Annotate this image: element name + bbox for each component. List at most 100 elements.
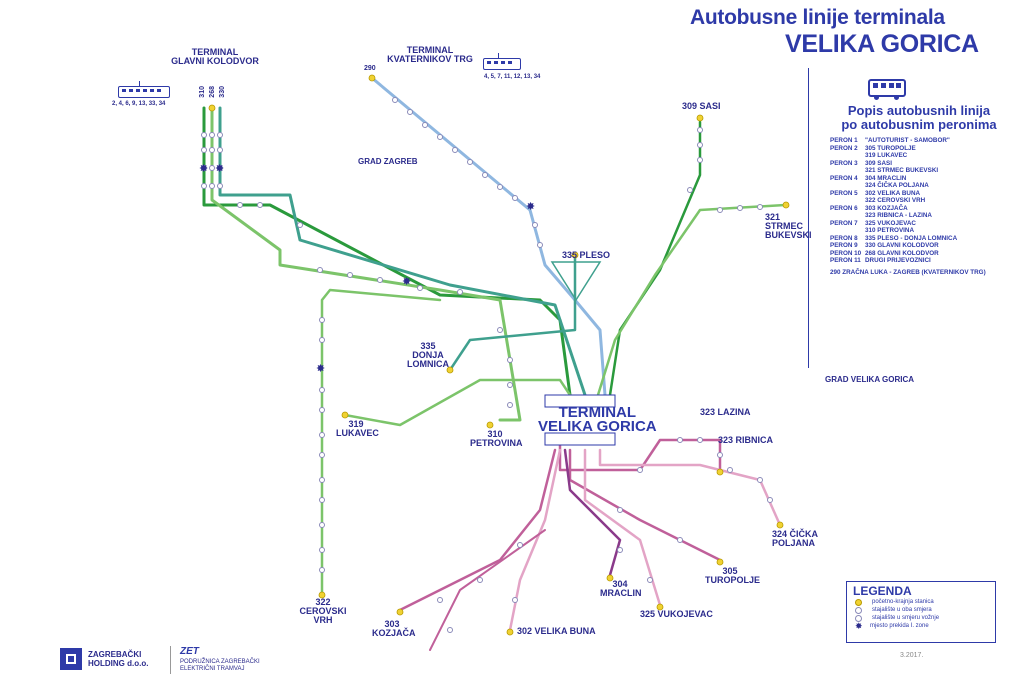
stop-marker: [757, 204, 763, 210]
peron-line: DRUGI PRIJEVOZNICI: [865, 257, 931, 264]
terminus-label-322: 322 CEROVSKI VRH: [299, 597, 347, 625]
terminus-303: [396, 608, 404, 616]
zh-logo-icon: [60, 648, 82, 670]
terminus-305: [716, 558, 724, 566]
terminus-label-335: 335 PLESO: [562, 250, 611, 260]
terminus-319: [341, 411, 349, 419]
terminus-310: [486, 421, 494, 429]
line-304: [563, 448, 622, 577]
stop-marker: [737, 205, 743, 211]
stop-marker: [717, 452, 723, 458]
stop-marker: [697, 127, 703, 133]
zone-break-icon: ✸: [526, 200, 535, 213]
terminus-label-324: 324 ČIČKA POLJANA: [772, 529, 818, 548]
peron-line: 322 CEROVSKI VRH: [865, 197, 926, 204]
stop-marker: [677, 537, 683, 543]
zone-break-icon: ✸: [215, 162, 224, 175]
terminal-main-line2: VELIKA GORICA: [538, 418, 657, 435]
stop-marker: [377, 277, 383, 283]
terminus-label-309: 309 SASI: [682, 101, 721, 111]
peron-name: PERON 5: [830, 189, 858, 197]
logo-separator: [170, 646, 171, 674]
peron-line: 323 RIBNICA - LAZINA: [865, 212, 932, 219]
stop-marker: [319, 387, 325, 393]
zagreb-label: GRAD ZAGREB: [358, 157, 418, 166]
legend-item-label: mjesto prekida I. zone: [870, 623, 929, 629]
terminus-glavni: [208, 104, 216, 112]
peron-line: 310 PETROVINA: [865, 227, 914, 234]
zone-break-icon: ✸: [855, 620, 863, 631]
peron-line: 325 VUKOJEVAC: [865, 219, 916, 227]
stop-marker: [319, 432, 325, 438]
stop-marker: [532, 222, 538, 228]
peron-line: 302 VELIKA BUNA: [865, 189, 921, 197]
stop-marker: [297, 222, 303, 228]
zh-logo-text: ZAGREBAČKI HOLDING d.o.o.: [88, 650, 149, 668]
terminus-label-305: 305 TUROPOLJE: [705, 566, 761, 585]
stop-marker: [201, 132, 207, 138]
terminal-main-label: TERMINAL VELIKA GORICA: [538, 405, 657, 435]
stop-marker: [407, 109, 413, 115]
stop-marker: [209, 165, 215, 171]
stop-marker: [637, 467, 643, 473]
terminus-dot-icon: [855, 598, 862, 606]
zet-logo-mark: ZET: [180, 646, 199, 657]
stop-marker: [437, 597, 443, 603]
stop-marker: [317, 267, 323, 273]
legend-item: stajalište u oba smjera: [855, 606, 995, 614]
stop-marker: [319, 452, 325, 458]
stop-marker: [217, 183, 223, 189]
peron-name: PERON 6: [830, 204, 858, 212]
route-lines: [202, 76, 787, 651]
terminal-kvaternik-line2: KVATERNIKOV TRG: [387, 54, 473, 64]
stop-marker: [647, 577, 653, 583]
zagrebacki-holding-logo: ZAGREBAČKI HOLDING d.o.o.: [60, 648, 168, 670]
peron-line: 303 KOZJAČA: [865, 204, 908, 212]
legend-item: stajalište u smjeru vožnje: [855, 614, 995, 622]
route-number: 310: [199, 86, 206, 98]
stop-marker: [237, 202, 243, 208]
terminus-label-303: 303 KOZJAČA: [372, 619, 416, 638]
stop-marker: [687, 187, 693, 193]
stop-marker: [617, 547, 623, 553]
peron-name: PERON 2: [830, 144, 858, 152]
terminus-323: [716, 468, 724, 476]
stop-dot-icon: [855, 606, 862, 614]
peron-line: 305 TUROPOLJE: [865, 144, 916, 152]
map-title-line1: Autobusne linije terminala: [690, 6, 945, 29]
terminal-glavni-routes: 310 268 330: [198, 86, 227, 98]
peron-name: PERON 1: [830, 137, 858, 144]
stop-marker: [217, 147, 223, 153]
zet-logo: ZET PODRUŽNICA ZAGREBAČKI ELEKTRIČNI TRA…: [180, 646, 290, 673]
terminus-label-304: 304 MRACLIN: [600, 579, 642, 598]
pleso-airport-shape: [550, 261, 602, 302]
terminus-label-323-ribnica: 323 RIBNICA: [718, 435, 774, 445]
peron-name: PERON 3: [830, 159, 858, 167]
terminal-kvaternik-label: TERMINAL KVATERNIKOV TRG: [385, 46, 475, 64]
peron-line: 304 MRACLIN: [865, 174, 907, 182]
legend-item-label: stajalište u oba smjera: [872, 607, 932, 613]
tram-lines-kvaternik: 4, 5, 7, 11, 12, 13, 34: [484, 74, 541, 80]
stop-marker: [697, 437, 703, 443]
stop-marker: [507, 402, 513, 408]
stop-marker: [319, 407, 325, 413]
terminus-302: [506, 628, 514, 636]
stop-marker: [319, 317, 325, 323]
peron-name: PERON 8: [830, 234, 858, 242]
map-date: 3.2017.: [900, 652, 924, 659]
stop-marker: [319, 567, 325, 573]
zone-break-icon: ✸: [402, 275, 411, 288]
stop-marker: [319, 522, 325, 528]
map-title-line2: VELIKA GORICA: [785, 30, 979, 58]
platform-block: [544, 394, 616, 408]
stop-marker: [507, 357, 513, 363]
peron-line: 335 PLESO - DONJA LOMNICA: [865, 234, 958, 242]
legend-item: ✸ mjesto prekida I. zone: [855, 620, 995, 631]
terminal-glavni-line2: GLAVNI KOLODVOR: [171, 56, 259, 66]
legend-item-label: stajalište u smjeru vožnje: [872, 615, 940, 621]
stop-marker: [447, 627, 453, 633]
stop-marker: [512, 195, 518, 201]
stop-marker: [437, 134, 443, 140]
